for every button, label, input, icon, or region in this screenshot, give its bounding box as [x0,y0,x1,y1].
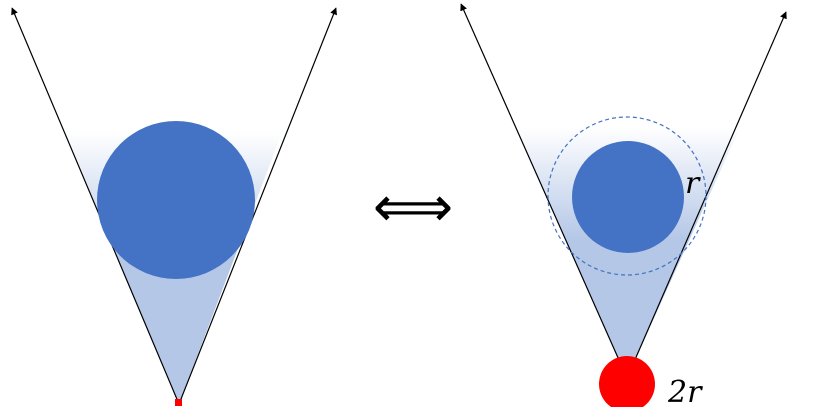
right-shrunk-obstacle-circle [572,141,684,253]
inner-radius-label: r [685,166,701,201]
left-cone-ray-left [11,7,180,405]
apex-obstacle-label: 2r [667,375,703,407]
right-dashed-inflated-circle [547,116,707,276]
left-panel [11,7,337,406]
right-cone-ray-right [626,11,787,379]
left-apex-point [175,399,182,406]
right-cone-ray-left [460,3,628,379]
right-apex-disk [599,356,655,407]
left-cone-ray-right [178,7,337,405]
left-obstacle-circle [97,121,255,279]
equivalence-symbol: ⟺ [373,175,453,240]
right-panel: r 2r [460,3,787,407]
